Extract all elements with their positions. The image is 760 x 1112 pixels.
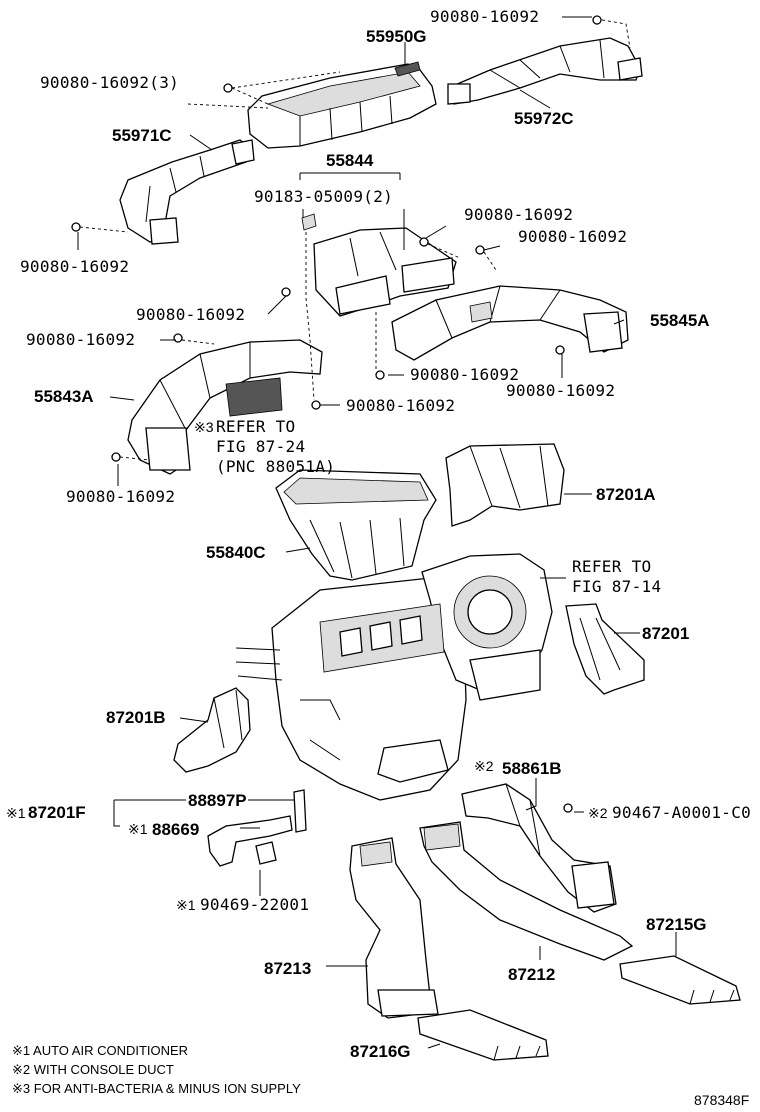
ref-fig-87-24-line3: (PNC 88051A): [216, 457, 335, 476]
part-87212-drawing: [419, 821, 634, 961]
callout-88669: 88669: [152, 820, 199, 839]
callout-87201a: 87201A: [596, 485, 656, 504]
mark-x1-90469: ※1: [176, 897, 196, 913]
part-hvac-unit-drawing: [235, 553, 553, 801]
footnotes: ※1 AUTO AIR CONDITIONER ※2 WITH CONSOLE …: [12, 1043, 749, 1108]
part-88669-drawing: [207, 789, 307, 867]
part-55844-drawing: [301, 213, 457, 317]
callout-90183-05009: 90183-05009(2): [254, 187, 393, 206]
part-87201-drawing: [565, 603, 645, 695]
callout-90080-16092-x3: 90080-16092(3): [40, 73, 179, 92]
part-55845a-drawing: [391, 285, 629, 361]
callout-90080-16092-c2: 90080-16092: [506, 381, 615, 400]
callout-58861b: 58861B: [502, 759, 562, 778]
part-87201a-drawing: [445, 443, 565, 527]
callout-90080-16092-l4: 90080-16092: [66, 487, 175, 506]
callout-55972c: 55972C: [514, 109, 574, 128]
callout-87216g: 87216G: [350, 1042, 411, 1061]
ref-fig-87-14-line1: REFER TO: [572, 557, 651, 576]
footnote-1: ※1 AUTO AIR CONDITIONER: [12, 1043, 188, 1058]
bolt-icons: [71, 15, 602, 813]
callout-87215g: 87215G: [646, 915, 707, 934]
callout-90080-16092-r2: 90080-16092: [518, 227, 627, 246]
leader-lines: [77, 16, 677, 1049]
part-55971c-drawing: [119, 139, 255, 245]
part-87213-drawing: [349, 837, 439, 1019]
callout-90080-16092-top-right: 90080-16092: [430, 7, 539, 26]
mark-x3: ※3: [194, 419, 214, 435]
part-58861b-drawing: [461, 783, 617, 913]
callout-55950g: 55950G: [366, 27, 427, 46]
mark-x1-88669: ※1: [128, 821, 148, 837]
part-87201b-drawing: [173, 687, 251, 773]
ref-fig-87-24-line2: FIG 87-24: [216, 437, 305, 456]
ref-fig-87-14-line2: FIG 87-14: [572, 577, 661, 596]
callout-55845a: 55845A: [650, 311, 710, 330]
callout-90080-16092-l2: 90080-16092: [136, 305, 245, 324]
ref-fig-87-24-line1: REFER TO: [216, 417, 295, 436]
mark-x1-87201f: ※1: [6, 805, 26, 821]
figure-id: 878348F: [694, 1092, 749, 1108]
callout-90080-16092-c1: 90080-16092: [410, 365, 519, 384]
footnote-3: ※3 FOR ANTI-BACTERIA & MINUS ION SUPPLY: [12, 1081, 301, 1096]
callout-55840c: 55840C: [206, 543, 266, 562]
callout-55844: 55844: [326, 151, 374, 170]
part-55972c-drawing: [447, 37, 643, 105]
part-55950g-drawing: [247, 61, 437, 149]
callout-87213: 87213: [264, 959, 311, 978]
callout-55843a: 55843A: [34, 387, 94, 406]
part-55843a-drawing: [127, 339, 323, 475]
mark-x2-58861b: ※2: [474, 758, 494, 774]
part-87215g-drawing: [619, 955, 741, 1005]
callout-87201b: 87201B: [106, 708, 166, 727]
callout-90080-16092-c3: 90080-16092: [346, 396, 455, 415]
footnote-2: ※2 WITH CONSOLE DUCT: [12, 1062, 174, 1077]
callout-90469-22001: 90469-22001: [200, 895, 309, 914]
callout-90467-a0001-c0: 90467-A0001-C0: [612, 803, 751, 822]
callout-87212: 87212: [508, 965, 555, 984]
callout-87201f: 87201F: [28, 803, 86, 822]
callout-90080-16092-l1: 90080-16092: [20, 257, 129, 276]
part-87216g-drawing: [417, 1009, 549, 1061]
callout-87201: 87201: [642, 624, 689, 643]
part-55840c-drawing: [275, 469, 437, 581]
callout-90080-16092-r1: 90080-16092: [464, 205, 573, 224]
mark-x2-90467: ※2: [588, 805, 608, 821]
callout-55971c: 55971C: [112, 126, 172, 145]
callout-labels: 90080-16092 55950G 90080-16092(3) 55972C…: [6, 7, 751, 1061]
callout-88897p: 88897P: [188, 791, 247, 810]
callout-90080-16092-l3: 90080-16092: [26, 330, 135, 349]
